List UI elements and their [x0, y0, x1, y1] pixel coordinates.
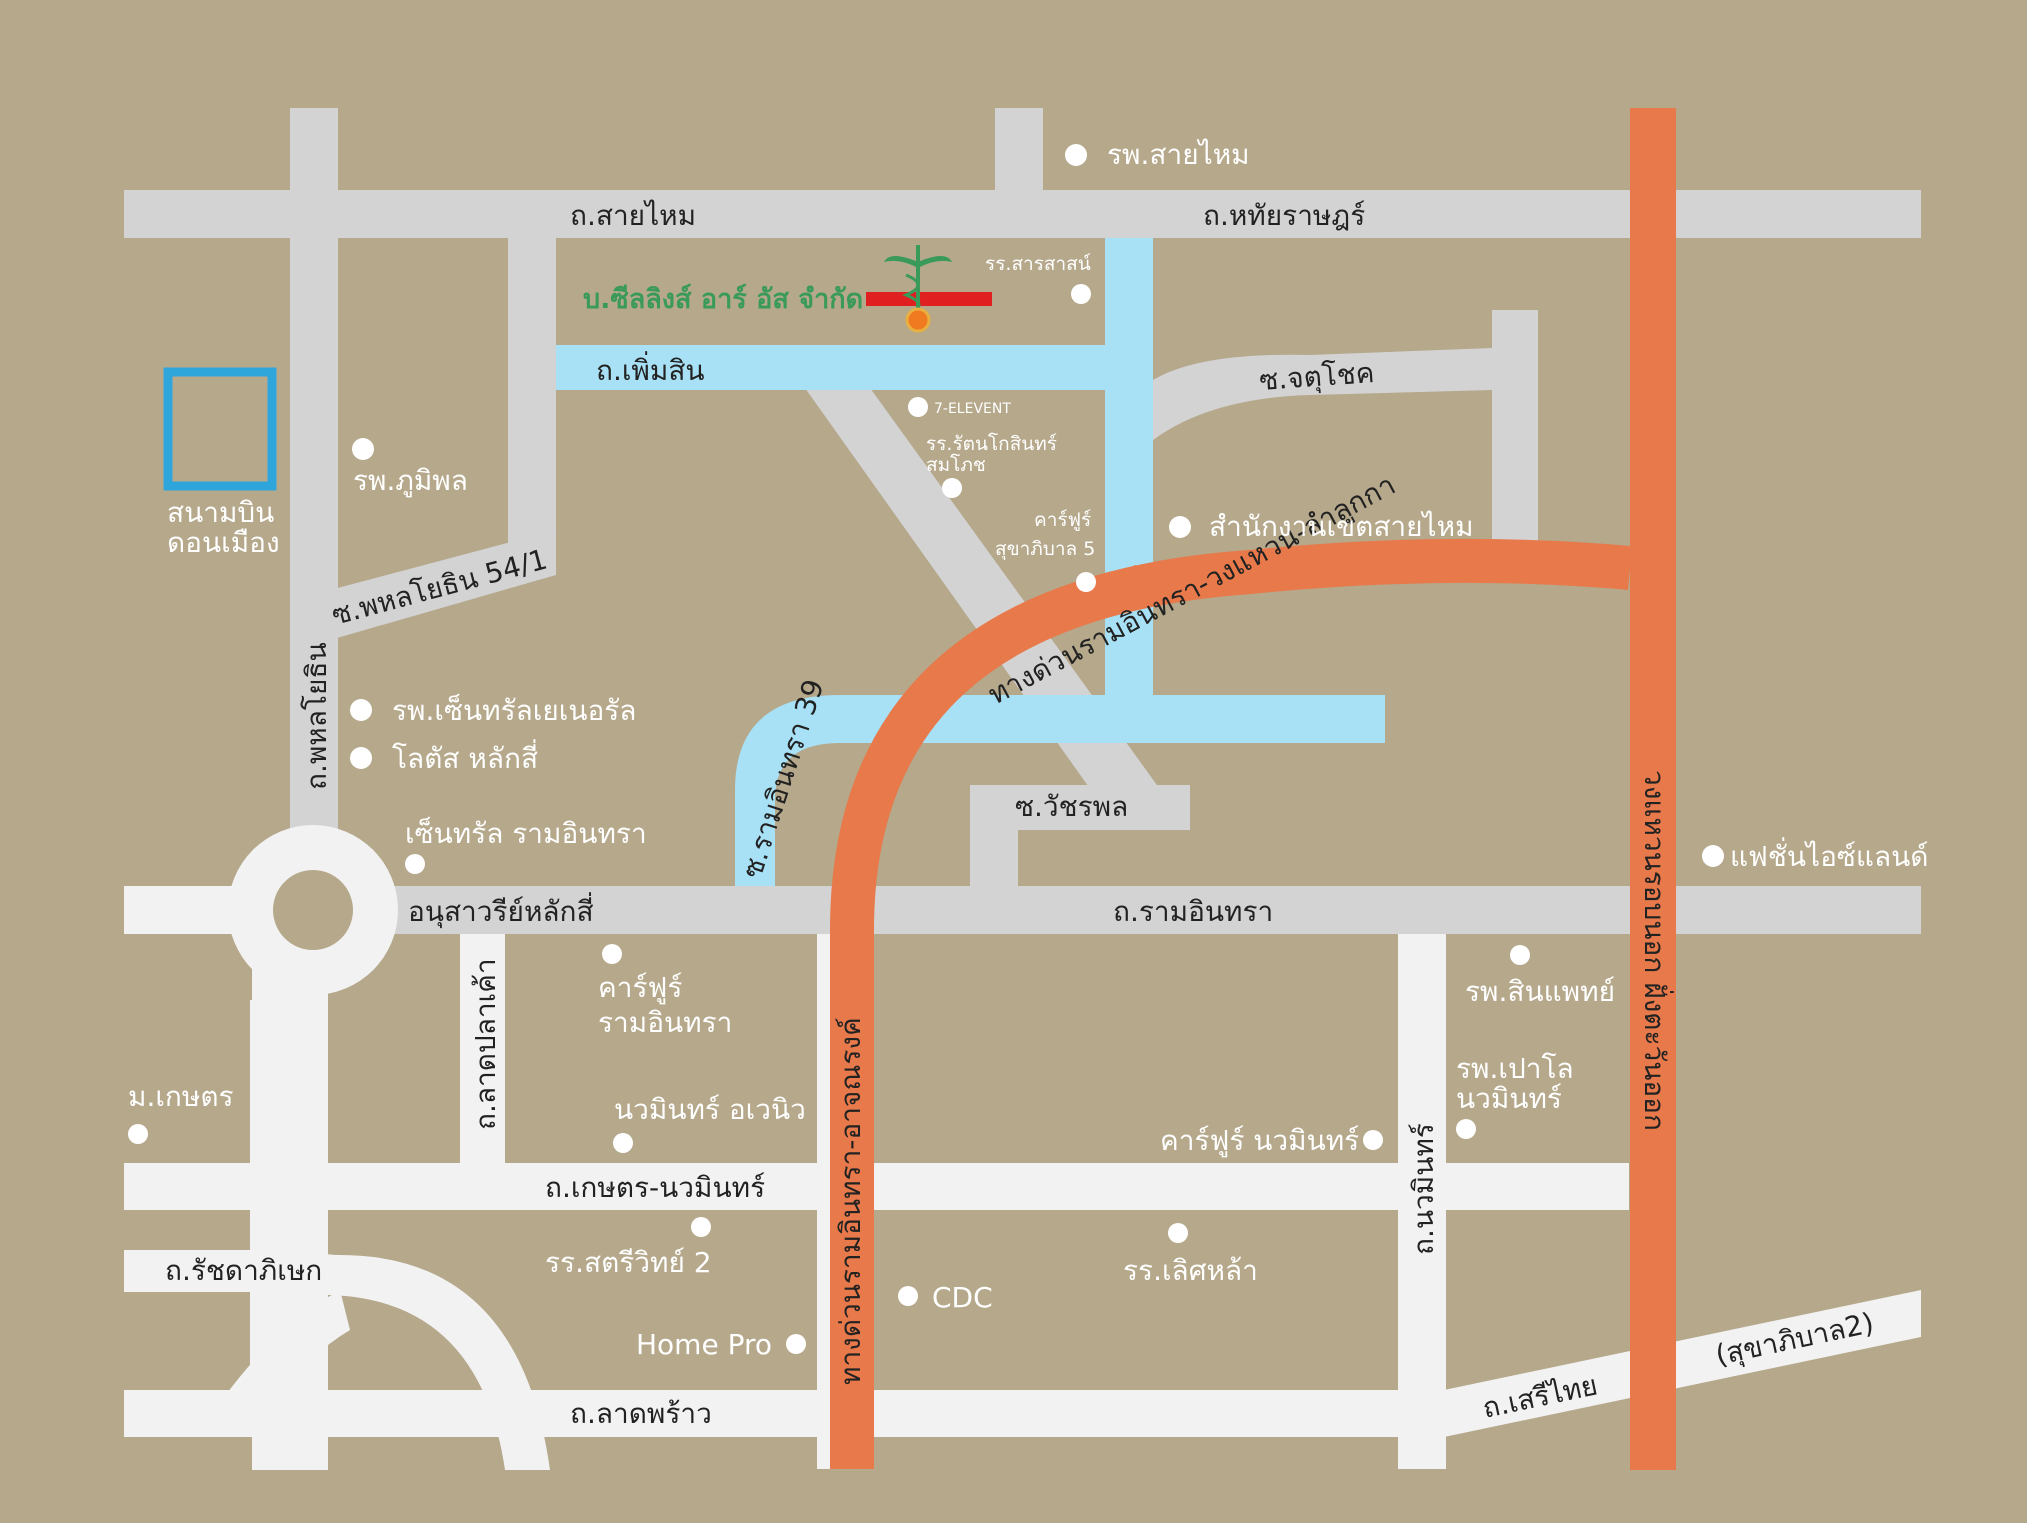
- label-carrefour-ram-1: คาร์ฟูร์: [598, 971, 682, 1005]
- road-phahon-vertical: [290, 108, 338, 908]
- label-hathai-rat-road: ถ.หทัยราษฎร์: [1203, 199, 1365, 232]
- white-roads: [124, 825, 1921, 1470]
- label-saras-school: รร.สารสาสน์: [985, 253, 1091, 275]
- roundabout-center: [273, 870, 353, 950]
- label-sai-mai-road: ถ.สายไหม: [570, 199, 696, 232]
- label-ram-intra-road: ถ.รามอินทรา: [1113, 895, 1273, 928]
- white-dot-icon: [613, 1133, 633, 1153]
- label-fashion-island: แฟชั่นไอซ์แลนด์: [1730, 837, 1928, 873]
- road-chatuchok-vertical: [1492, 310, 1538, 550]
- label-bhumibol-hospital: รพ.ภูมิพล: [353, 464, 468, 498]
- gray-roads: [124, 108, 1921, 934]
- road-kaset-nawamin: [124, 1163, 1629, 1210]
- label-nawamin-road: ถ.นวมินทร์: [1407, 1123, 1440, 1255]
- label-district-office: สำนักงานเขตสายไหม: [1209, 510, 1474, 543]
- label-airport-1: สนามบิน: [167, 496, 274, 529]
- place-labels: รพ.สายไหม รร.สารสาสน์ 7-ELEVENT รร.รัตนโ…: [128, 138, 1928, 1361]
- white-dot-icon: [1076, 572, 1096, 592]
- label-sinphaet: รพ.สินแพทย์: [1465, 975, 1615, 1008]
- label-monument: อนุสาวรีย์หลักสี่: [408, 892, 594, 929]
- label-satriwit: รร.สตรีวิทย์ 2: [545, 1246, 712, 1279]
- label-carrefour-nawamin: คาร์ฟูร์ นวมินทร์: [1160, 1124, 1359, 1158]
- label-carrefour-suk-1: คาร์ฟูร์: [1034, 509, 1091, 531]
- label-phoem-sin-road: ถ.เพิ่มสิน: [596, 351, 705, 387]
- company-name: บ.ซีลลิงส์ อาร์ อัส จำกัด: [583, 283, 863, 315]
- label-rattana-school-2: สมโภช: [926, 453, 986, 476]
- label-lat-pla-khao: ถ.ลาดปลาเค้า: [469, 958, 502, 1130]
- road-ram-intra-39: [735, 695, 1105, 886]
- label-lat-phrao: ถ.ลาดพร้าว: [570, 1397, 712, 1430]
- road-sai-mai-hospital-link: [995, 108, 1043, 208]
- white-dot-icon: [1065, 144, 1087, 166]
- label-nawamin-avenue: นวมินทร์ อเวนิว: [614, 1093, 806, 1126]
- white-dot-icon: [1363, 1130, 1383, 1150]
- road-seri-thai: [1444, 1290, 1921, 1437]
- label-expressway-wongwaen: ทางด่วนรามอินทรา-วงแหวน-ลำลูกกา: [983, 468, 1402, 712]
- white-dot-icon: [1071, 284, 1091, 304]
- label-ratchadaphisek: ถ.รัชดาภิเษก: [165, 1254, 322, 1287]
- road-chatuchok: [1153, 348, 1492, 440]
- road-ratchadaphisek: [250, 1000, 550, 1470]
- white-dot-icon: [1456, 1119, 1476, 1139]
- white-dot-icon: [128, 1124, 148, 1144]
- road-phahon-54-1: [330, 530, 556, 640]
- label-kasetsart: ม.เกษตร: [128, 1080, 234, 1113]
- label-airport-2: ดอนเมือง: [167, 526, 280, 559]
- label-expressway-atnarong: ทางด่วนรามอินทรา-อาจณรงค์: [834, 1017, 867, 1385]
- white-dot-icon: [1702, 845, 1724, 867]
- white-dot-icon: [602, 944, 622, 964]
- road-phahon-soi-vertical: [508, 238, 556, 568]
- label-homepro: Home Pro: [636, 1328, 772, 1361]
- company-marker-bar: [866, 292, 992, 306]
- white-dot-icon: [1169, 516, 1191, 538]
- white-dot-icon: [352, 438, 374, 460]
- label-rattana-school-1: รร.รัตนโกสินทร์: [926, 432, 1057, 455]
- white-dot-icon: [898, 1286, 918, 1306]
- white-dot-icon: [942, 478, 962, 498]
- white-dot-icon: [1510, 945, 1530, 965]
- caduceus-icon: [884, 245, 952, 333]
- road-lat-pla-khao: [460, 934, 505, 1163]
- road-blue-vertical: [1105, 238, 1153, 728]
- place-markers: [128, 144, 1724, 1354]
- label-carrefour-suk-2: สุขาภิบาล 5: [995, 538, 1095, 561]
- white-dot-icon: [786, 1334, 806, 1354]
- label-watcharaphon: ซ.วัชรพล: [1015, 790, 1128, 823]
- white-dot-icon: [908, 397, 928, 417]
- company-destination: บ.ซีลลิงส์ อาร์ อัส จำกัด: [583, 245, 992, 333]
- label-kaset-nawamin: ถ.เกษตร-นวมินทร์: [545, 1171, 765, 1204]
- white-dot-icon: [405, 854, 425, 874]
- road-watcharaphon: [970, 785, 1190, 830]
- label-lotus: โลตัส หลักสี่: [392, 739, 538, 775]
- expressways: [830, 108, 1676, 1470]
- label-sai-mai-hospital: รพ.สายไหม: [1107, 138, 1250, 171]
- label-outer-ring-east: วงแหวนรอบนอก ฝั่งตะวันออก: [1638, 770, 1674, 1131]
- white-dot-icon: [691, 1217, 711, 1237]
- label-carrefour-ram-2: รามอินทรา: [598, 1006, 732, 1039]
- label-paolo-1: รพ.เปาโล: [1456, 1052, 1574, 1085]
- label-phahon-road: ถ.พหลโยธิน: [300, 642, 333, 790]
- expressway-ram-intra: [830, 538, 1632, 1469]
- label-cdc: CDC: [932, 1281, 993, 1314]
- outer-ring-road: [1630, 108, 1676, 1470]
- road-phoem-sin: [556, 345, 1152, 390]
- blue-roads: [556, 238, 1385, 886]
- label-central-ram: เซ็นทรัล รามอินทรา: [405, 816, 647, 850]
- label-paolo-2: นวมินทร์: [1456, 1082, 1562, 1115]
- road-lat-phrao: [124, 1390, 1444, 1437]
- white-dot-icon: [350, 747, 372, 769]
- label-lertlah: รร.เลิศหล้า: [1123, 1254, 1258, 1287]
- road-vibhavadi-south: [252, 960, 328, 1470]
- expressway-ramp: [1120, 565, 1145, 590]
- road-nawamin: [1398, 934, 1446, 1469]
- road-blue-east: [1105, 695, 1385, 743]
- airport-marker: [163, 367, 277, 491]
- road-ram-intra: [124, 886, 1921, 934]
- white-dot-icon: [350, 699, 372, 721]
- label-seven-eleven: 7-ELEVENT: [934, 401, 1011, 417]
- label-central-general: รพ.เซ็นทรัลเยเนอรัล: [392, 693, 636, 727]
- white-dot-icon: [1168, 1223, 1188, 1243]
